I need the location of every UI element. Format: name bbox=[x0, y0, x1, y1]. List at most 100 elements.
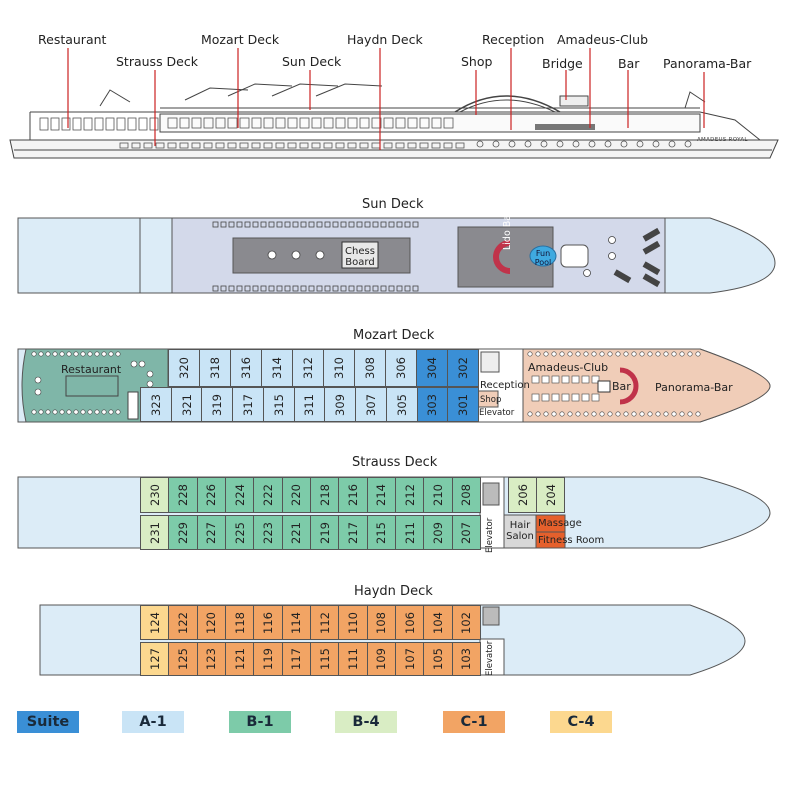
deck-chair bbox=[300, 221, 307, 228]
sun-deck-plan bbox=[17, 217, 776, 294]
cabin-number: 115 bbox=[317, 648, 332, 670]
table bbox=[34, 376, 42, 384]
cabin: 123 bbox=[196, 642, 226, 676]
cabin: 209 bbox=[423, 515, 453, 550]
cabin-number: 125 bbox=[175, 648, 190, 670]
deck-chair bbox=[372, 285, 379, 292]
window bbox=[239, 117, 250, 129]
cabin: 217 bbox=[338, 515, 368, 550]
seat bbox=[623, 351, 629, 357]
porthole bbox=[508, 140, 516, 148]
cabin-number: 309 bbox=[333, 393, 348, 416]
deck-chair bbox=[260, 285, 267, 292]
window bbox=[138, 117, 148, 131]
cabin: 214 bbox=[366, 477, 396, 513]
window bbox=[371, 117, 382, 129]
table bbox=[52, 409, 58, 415]
cabin-number: 119 bbox=[260, 648, 275, 670]
lounge-piano bbox=[597, 380, 611, 393]
window bbox=[431, 117, 442, 129]
cabin-number: 221 bbox=[289, 521, 304, 544]
mozart-shop-label: Shop bbox=[480, 395, 502, 405]
lounge-chair bbox=[541, 375, 550, 384]
window bbox=[127, 117, 137, 131]
cabin-number: 305 bbox=[394, 393, 409, 416]
seat bbox=[679, 411, 685, 417]
seat bbox=[671, 411, 677, 417]
porthole bbox=[227, 142, 237, 149]
cabin: 224 bbox=[225, 477, 255, 513]
cabin-number: 228 bbox=[175, 484, 190, 506]
seat bbox=[695, 411, 701, 417]
seat bbox=[655, 411, 661, 417]
seat bbox=[543, 351, 549, 357]
cabin-number: 109 bbox=[374, 648, 389, 670]
cabin: 229 bbox=[168, 515, 198, 550]
table bbox=[45, 409, 51, 415]
window bbox=[203, 117, 214, 129]
cabin-number: 121 bbox=[232, 648, 247, 670]
cabin: 215 bbox=[366, 515, 396, 550]
seat bbox=[679, 351, 685, 357]
ship-name: AMADEUS ROYAL bbox=[697, 137, 748, 143]
window bbox=[347, 117, 358, 129]
cabin-number: 231 bbox=[147, 521, 162, 544]
cabin: 321 bbox=[170, 387, 203, 422]
porthole bbox=[431, 142, 441, 149]
porthole bbox=[251, 142, 261, 149]
porthole bbox=[407, 142, 417, 149]
porthole bbox=[572, 140, 580, 148]
label-bridge: Bridge bbox=[542, 56, 583, 71]
deck-chair bbox=[268, 285, 275, 292]
cabin: 112 bbox=[310, 605, 340, 640]
lounge-chair bbox=[551, 393, 560, 402]
deck-chair bbox=[388, 285, 395, 292]
seat bbox=[535, 351, 541, 357]
porthole bbox=[335, 142, 345, 149]
cabin: 114 bbox=[281, 605, 311, 640]
window bbox=[263, 117, 274, 129]
cabin-number: 206 bbox=[515, 484, 530, 506]
cabin-number: 103 bbox=[459, 648, 474, 670]
window bbox=[179, 117, 190, 129]
cabin-number: 218 bbox=[317, 484, 332, 506]
seat bbox=[615, 411, 621, 417]
mozart-restaurant-label: Restaurant bbox=[61, 363, 122, 376]
lounge-chair bbox=[561, 375, 570, 384]
cabin: 218 bbox=[310, 477, 340, 513]
seat bbox=[591, 411, 597, 417]
cabin: 219 bbox=[310, 515, 340, 550]
lounge-chair bbox=[561, 393, 570, 402]
deck-chair bbox=[348, 285, 355, 292]
cabin: 208 bbox=[451, 477, 481, 513]
cabin-number: 217 bbox=[345, 521, 360, 544]
deck-chair bbox=[404, 285, 411, 292]
cabin: 304 bbox=[416, 349, 448, 387]
deck-chair bbox=[396, 285, 403, 292]
cabin: 105 bbox=[423, 642, 453, 676]
deck-chair bbox=[364, 221, 371, 228]
deck-chair bbox=[380, 285, 387, 292]
cabin-number: 302 bbox=[456, 357, 470, 379]
cabin-number: 319 bbox=[210, 393, 225, 416]
table bbox=[73, 409, 79, 415]
deck-chair bbox=[356, 221, 363, 228]
porthole bbox=[275, 142, 285, 149]
deck-chair bbox=[244, 221, 251, 228]
cabin-number: 307 bbox=[363, 393, 378, 416]
deck-chair bbox=[236, 285, 243, 292]
seat bbox=[567, 351, 573, 357]
lounge-chair bbox=[531, 375, 540, 384]
cabin: 121 bbox=[225, 642, 255, 676]
label-mozart-deck: Mozart Deck bbox=[201, 32, 280, 47]
deck-chair bbox=[332, 285, 339, 292]
strauss-hair-salon bbox=[503, 514, 537, 549]
table bbox=[146, 370, 154, 378]
mozart-lounge bbox=[522, 348, 771, 423]
table bbox=[108, 351, 114, 357]
porthole bbox=[604, 140, 612, 148]
legend-c1: C-1 bbox=[443, 711, 505, 733]
cabin-number: 224 bbox=[232, 484, 247, 506]
table bbox=[66, 351, 72, 357]
